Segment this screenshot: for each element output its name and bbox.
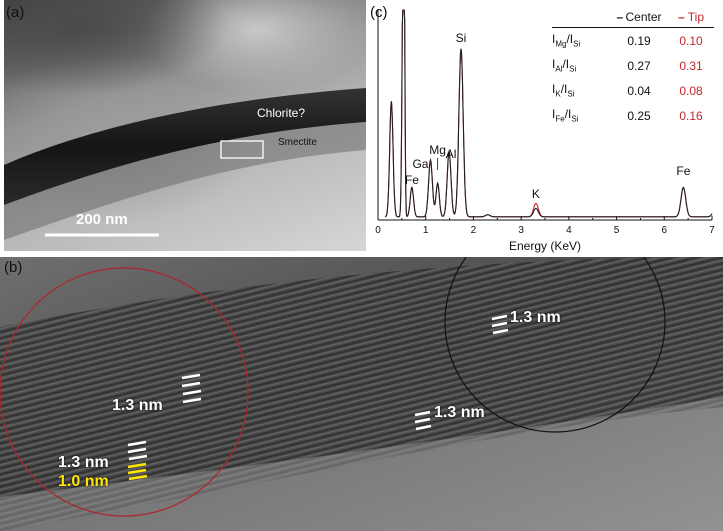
peak-label: K (532, 187, 540, 201)
ratio-row: IK/ISi 0.04 0.08 (552, 78, 714, 103)
ratio-label: IFe/ISi (552, 107, 579, 124)
ratio-tip-value: 0.08 (679, 83, 703, 98)
panel-label-a: (a) (6, 4, 25, 21)
x-tick-label: 6 (662, 225, 668, 236)
ratio-row: IAl/ISi 0.27 0.31 (552, 53, 714, 78)
red-region-circle (0, 267, 249, 517)
ratio-label: IK/ISi (552, 82, 575, 99)
panel-label-c: (c) (370, 4, 388, 21)
ratio-tip-value: 0.10 (679, 33, 703, 48)
ratio-center-value: 0.19 (627, 33, 651, 48)
x-axis-title: Energy (KeV) (509, 239, 581, 253)
x-tick-label: 0 (375, 225, 381, 236)
x-tick-label: 3 (518, 225, 524, 236)
ratio-tip-value: 0.31 (679, 58, 703, 73)
tem-image-drawing (4, 88, 366, 240)
x-tick-label: 2 (471, 225, 477, 236)
black-region-circle (444, 257, 666, 433)
x-tick-label: 5 (614, 225, 620, 236)
hrtem-image-drawing (0, 257, 723, 531)
smectite-label: Smectite (278, 137, 317, 148)
ratio-center-value: 0.25 (627, 108, 651, 123)
spectrum-center-line (384, 9, 713, 218)
x-tick-label: 7 (709, 225, 715, 236)
ratio-label: IMg/ISi (552, 32, 581, 49)
x-tick-label: 4 (566, 225, 572, 236)
gray-layer (4, 122, 366, 240)
spacing-label-yellow: 1.0 nm (58, 473, 109, 490)
selection-box (220, 140, 264, 159)
peak-label: Fe (405, 173, 419, 187)
spacing-label-center: 1.3 nm (434, 404, 485, 421)
peak-label: Al (446, 147, 457, 161)
spacing-label-lower-left: 1.3 nm (58, 454, 109, 471)
peak-label: Fe (676, 164, 690, 178)
ratio-tip-value: 0.16 (679, 108, 703, 123)
tem-image-panel-a: (a) Chlorite? Smectite 200 nm (4, 0, 366, 251)
ratio-row: IMg/ISi 0.19 0.10 (552, 28, 714, 53)
dark-clay-band (4, 88, 366, 205)
peak-label: Mg (429, 143, 446, 157)
hrtem-image-panel-b: (b) 1.3 nm 1.3 nm 1.0 nm 1.3 nm 1.3 nm (0, 257, 723, 531)
ratio-center-value: 0.27 (627, 58, 651, 73)
x-tick-label: 1 (423, 225, 429, 236)
yellow-fringe-markers (127, 462, 148, 481)
peak-label: Si (456, 31, 467, 45)
spacing-label-red-circle: 1.3 nm (112, 397, 163, 414)
spacing-label-black-circle: 1.3 nm (510, 309, 561, 326)
chlorite-label: Chlorite? (257, 106, 306, 120)
scale-bar-label: 200 nm (76, 211, 128, 228)
lattice-fringe-region (0, 257, 723, 531)
fringe-markers (127, 314, 509, 461)
legend-center: – Center (616, 10, 662, 24)
ratio-label: IAl/ISi (552, 57, 577, 74)
ratio-center-value: 0.04 (627, 83, 651, 98)
panel-label-b: (b) (4, 259, 23, 276)
ratio-row: IFe/ISi 0.25 0.16 (552, 103, 714, 128)
legend-tip: – Tip (677, 10, 705, 24)
peak-label: Ga (412, 157, 428, 171)
